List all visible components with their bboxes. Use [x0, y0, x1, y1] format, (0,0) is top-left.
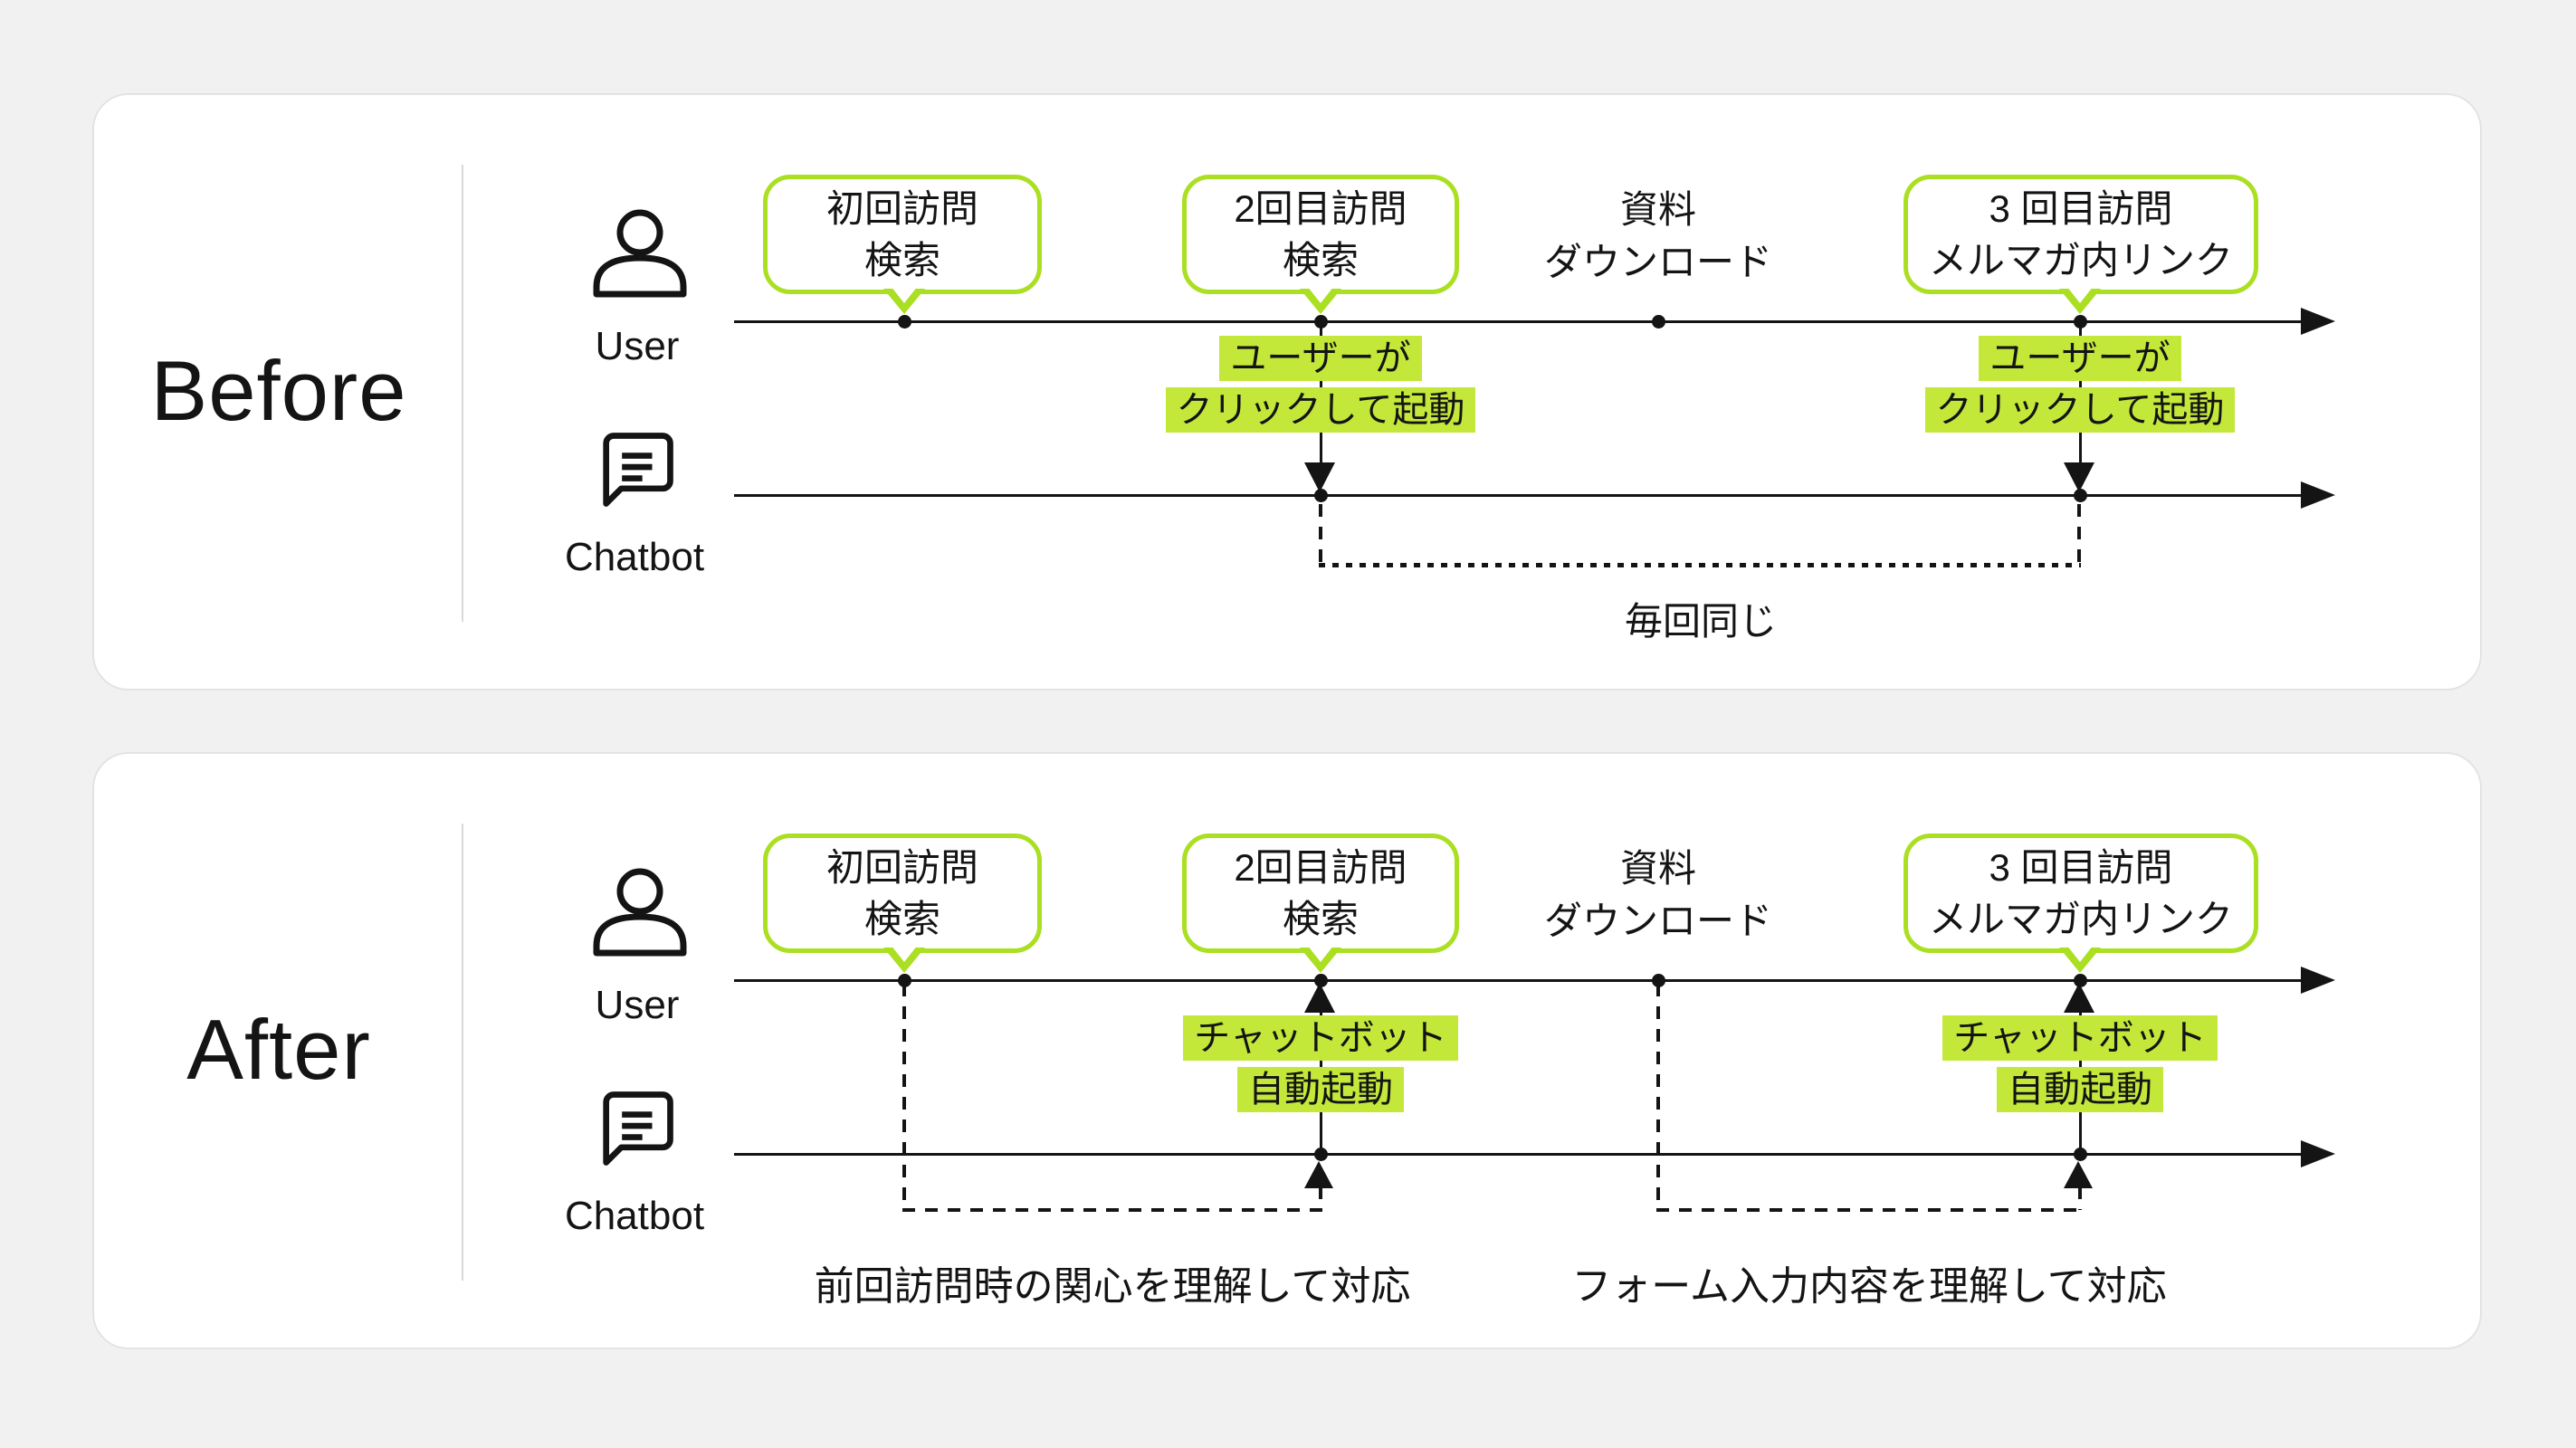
- chatbot-label: Chatbot: [564, 1194, 705, 1238]
- arrow-down-icon: [1304, 462, 1335, 492]
- highlight-text: クリックして起動: [1924, 387, 2236, 433]
- feed-caption: フォーム入力内容を理解して対応: [1571, 1264, 2167, 1309]
- event-label: 資料: [1619, 847, 1696, 890]
- event-bubble-third-visit: 3 回目訪問 メルマガ内リンク: [1903, 834, 2258, 953]
- memory-dashed-path: [902, 1208, 1322, 1212]
- event-bubble-third-visit: 3 回目訪問 メルマガ内リンク: [1903, 175, 2258, 294]
- trigger-label-auto-launch: チャットボット 自動起動: [1067, 1015, 1574, 1112]
- chatbot-timeline: [734, 494, 2309, 497]
- event-label: メルマガ内リンク: [1928, 898, 2233, 940]
- bubble-tail: [1307, 945, 1334, 962]
- arrow-up-icon: [1304, 983, 1335, 1013]
- bubble-tail: [2066, 945, 2094, 962]
- event-dot: [2074, 974, 2087, 987]
- chatbot-timeline-arrow-icon: [2301, 481, 2335, 509]
- user-timeline: [734, 979, 2309, 982]
- highlight-text: ユーザーが: [1219, 336, 1422, 381]
- arrow-up-icon: [2064, 983, 2094, 1013]
- after-panel-label: After: [186, 1002, 371, 1097]
- event-download: 資料 ダウンロード: [1522, 184, 1794, 289]
- event-label: 検索: [1282, 239, 1359, 281]
- highlight-text: 自動起動: [1237, 1067, 1404, 1112]
- chatbot-timeline-arrow-icon: [2301, 1140, 2335, 1167]
- highlight-text: チャットボット: [1942, 1015, 2218, 1061]
- memory-dashed-path: [1319, 1186, 1322, 1210]
- bubble-tail: [891, 286, 918, 303]
- user-label: User: [595, 324, 680, 368]
- event-dot: [1314, 1148, 1328, 1161]
- event-dot: [898, 974, 911, 987]
- memory-dashed-path: [1656, 984, 1660, 1210]
- arrow-down-icon: [2064, 462, 2094, 492]
- event-dot: [1314, 315, 1328, 329]
- event-dot: [2074, 315, 2087, 329]
- user-timeline-arrow-icon: [2301, 308, 2335, 335]
- highlight-text: 自動起動: [1997, 1067, 2163, 1112]
- user-icon: [590, 868, 690, 962]
- event-label: 2回目訪問: [1234, 846, 1407, 889]
- bracket-dashed-line: [2077, 504, 2081, 566]
- before-panel-label: Before: [150, 343, 407, 438]
- user-timeline: [734, 320, 2309, 323]
- arrow-up-icon: [1304, 1161, 1333, 1188]
- memory-dashed-path: [1656, 1208, 2082, 1212]
- panel-divider: [462, 165, 463, 622]
- event-dot: [1652, 315, 1665, 329]
- event-label: 3 回目訪問: [1989, 846, 2173, 889]
- bracket-dashed-line: [1319, 504, 1322, 566]
- event-dot: [2074, 489, 2087, 502]
- bubble-tail: [891, 945, 918, 962]
- event-label: 2回目訪問: [1234, 187, 1407, 230]
- event-dot: [2074, 1148, 2087, 1161]
- highlight-text: クリックして起動: [1165, 387, 1476, 433]
- event-label: 検索: [1282, 898, 1359, 940]
- bubble-tail: [1307, 286, 1334, 303]
- event-bubble-second-visit: 2回目訪問 検索: [1182, 834, 1459, 953]
- event-label: 検索: [863, 898, 940, 940]
- bracket-dashed-line: [1319, 563, 2081, 567]
- after-panel: After User Chatbot 初回訪問 検索: [92, 752, 2482, 1349]
- event-bubble-first-visit: 初回訪問 検索: [763, 834, 1042, 953]
- bracket-caption: 毎回同じ: [1624, 600, 1777, 643]
- feed-caption: 前回訪問時の関心を理解して対応: [814, 1264, 1411, 1309]
- user-timeline-arrow-icon: [2301, 967, 2335, 994]
- event-label: 初回訪問: [825, 187, 978, 230]
- trigger-label-user-click: ユーザーが クリックして起動: [1827, 336, 2333, 433]
- trigger-label-auto-launch: チャットボット 自動起動: [1827, 1015, 2333, 1112]
- event-dot: [1652, 974, 1665, 987]
- user-label: User: [595, 983, 680, 1027]
- user-icon: [590, 209, 690, 303]
- event-label: 資料: [1619, 188, 1696, 231]
- event-label: ダウンロード: [1543, 900, 1772, 942]
- chatbot-timeline: [734, 1153, 2309, 1156]
- event-dot: [1314, 489, 1328, 502]
- chatbot-label: Chatbot: [564, 535, 705, 579]
- highlight-text: チャットボット: [1183, 1015, 1458, 1061]
- event-label: 初回訪問: [825, 846, 978, 889]
- event-dot: [898, 315, 911, 329]
- chatbot-icon: [591, 1083, 682, 1174]
- event-download: 資料 ダウンロード: [1522, 843, 1794, 948]
- event-bubble-second-visit: 2回目訪問 検索: [1182, 175, 1459, 294]
- event-label: 検索: [863, 239, 940, 281]
- memory-dashed-path: [902, 984, 906, 1210]
- event-dot: [1314, 974, 1328, 987]
- event-label: メルマガ内リンク: [1928, 239, 2233, 281]
- arrow-up-icon: [2064, 1161, 2093, 1188]
- highlight-text: ユーザーが: [1979, 336, 2181, 381]
- memory-dashed-path: [2078, 1186, 2082, 1210]
- panel-divider: [462, 824, 463, 1281]
- bubble-tail: [2066, 286, 2094, 303]
- event-label: ダウンロード: [1543, 241, 1772, 283]
- chatbot-icon: [591, 424, 682, 515]
- event-label: 3 回目訪問: [1989, 187, 2173, 230]
- event-bubble-first-visit: 初回訪問 検索: [763, 175, 1042, 294]
- before-panel: Before User Chatbot 初回訪問 検索: [92, 93, 2482, 691]
- trigger-label-user-click: ユーザーが クリックして起動: [1067, 336, 1574, 433]
